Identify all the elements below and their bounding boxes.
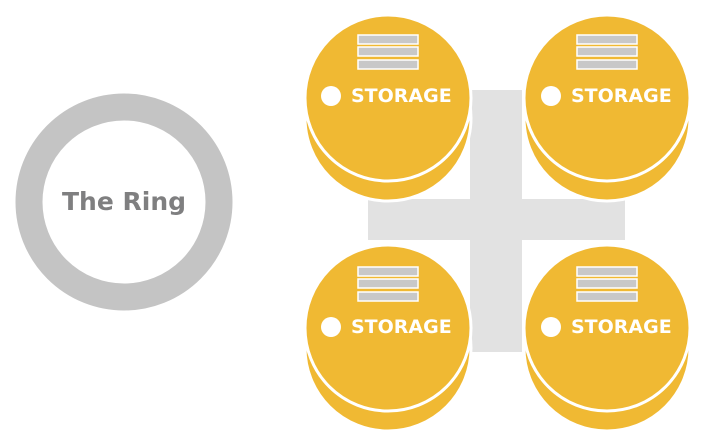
storage-node-label: STORAGE: [351, 316, 452, 338]
storage-node-top-right: [522, 13, 692, 203]
storage-node-label: STORAGE: [571, 85, 672, 107]
ring-circle: [15, 93, 233, 311]
server-stack-icon: [576, 266, 638, 302]
status-dot-icon: [541, 317, 561, 337]
storage-node-top-left: [303, 13, 473, 203]
server-stack-icon: [357, 266, 419, 302]
storage-node-bottom-right: [522, 243, 692, 433]
status-dot-icon: [541, 86, 561, 106]
connector-block: [368, 90, 625, 352]
status-dot-icon: [321, 317, 341, 337]
storage-node-bottom-left: [303, 243, 473, 433]
node-top-disk: [522, 243, 692, 413]
node-top-disk: [303, 13, 473, 183]
server-stack-icon: [576, 34, 638, 70]
storage-node-label: STORAGE: [351, 85, 452, 107]
storage-node-label: STORAGE: [571, 316, 672, 338]
status-dot-icon: [321, 86, 341, 106]
ring-label: The Ring: [61, 186, 187, 216]
connector-horizontal: [368, 199, 625, 240]
server-stack-icon: [357, 34, 419, 70]
node-top-disk: [522, 13, 692, 183]
node-top-disk: [303, 243, 473, 413]
